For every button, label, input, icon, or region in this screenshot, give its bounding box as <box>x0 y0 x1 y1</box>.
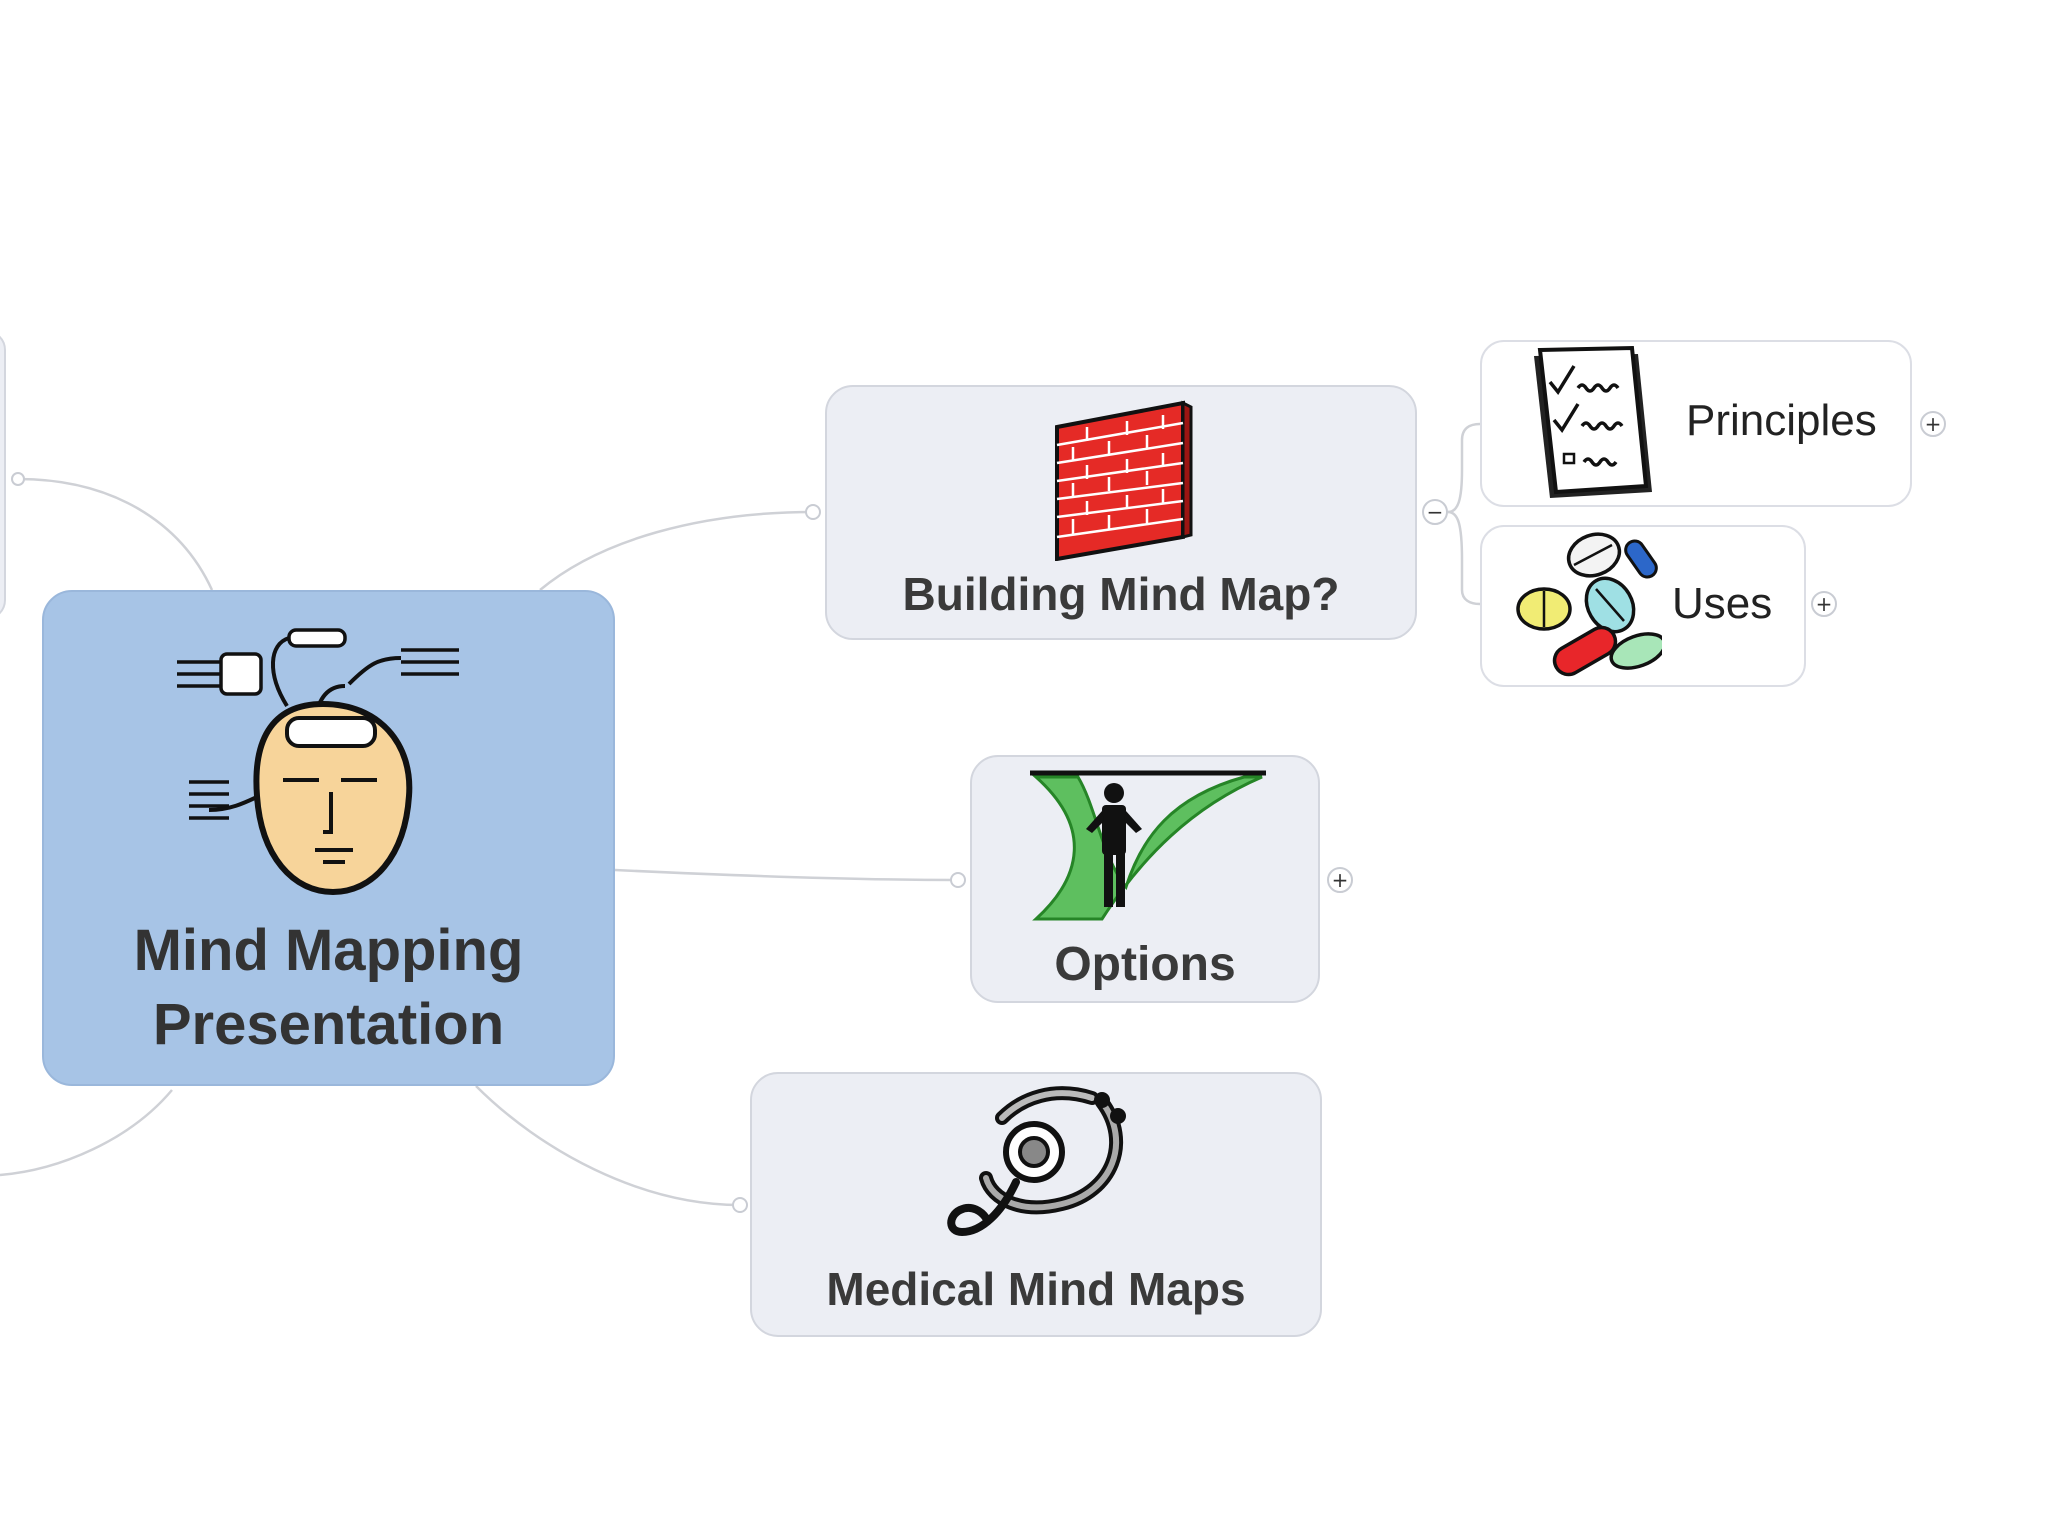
brick-wall-icon <box>1055 400 1193 561</box>
connector-uses <box>1447 510 1481 606</box>
subtopic-uses-label: Uses <box>1672 579 1773 628</box>
connector-building <box>539 510 814 591</box>
topic-options[interactable]: Options <box>970 755 1320 1003</box>
connector-left-lower <box>0 1089 173 1177</box>
partial-topic-left[interactable] <box>0 330 6 620</box>
pills-icon <box>1516 532 1662 677</box>
crossroads-person-icon <box>1030 770 1266 921</box>
central-topic[interactable]: Mind Mapping Presentation <box>42 590 615 1086</box>
topic-medical-mind-maps[interactable]: Medical Mind Maps <box>750 1072 1322 1337</box>
connector-dot <box>11 472 25 486</box>
expand-principles-toggle[interactable]: + <box>1920 411 1946 437</box>
connector-options <box>614 868 959 882</box>
expand-uses-toggle[interactable]: + <box>1811 591 1837 617</box>
connector-dot <box>732 1197 748 1213</box>
checklist-icon <box>1534 345 1652 498</box>
topic-medical-label: Medical Mind Maps <box>826 1263 1246 1315</box>
subtopic-uses[interactable]: Uses <box>1480 525 1806 687</box>
topic-building-mind-map[interactable]: Building Mind Map? <box>825 385 1417 640</box>
connector-dot <box>950 872 966 888</box>
expand-options-toggle[interactable]: + <box>1327 867 1353 893</box>
central-topic-line1: Mind Mapping <box>133 918 524 983</box>
topic-building-label: Building Mind Map? <box>902 568 1340 620</box>
central-topic-title: Mind Mapping Presentation <box>44 914 613 1062</box>
topic-options-label: Options <box>1054 938 1236 991</box>
subtopic-principles[interactable]: Principles <box>1480 340 1912 507</box>
subtopic-principles-label: Principles <box>1686 396 1877 445</box>
connector-principles <box>1447 422 1481 514</box>
connector-left-upper <box>17 477 214 591</box>
mind-map-head-icon <box>176 628 459 896</box>
collapse-building-toggle[interactable]: − <box>1422 499 1448 525</box>
connector-dot <box>805 504 821 520</box>
stethoscope-icon <box>947 1086 1126 1237</box>
central-topic-line2: Presentation <box>152 992 505 1057</box>
connector-medical <box>475 1085 741 1207</box>
